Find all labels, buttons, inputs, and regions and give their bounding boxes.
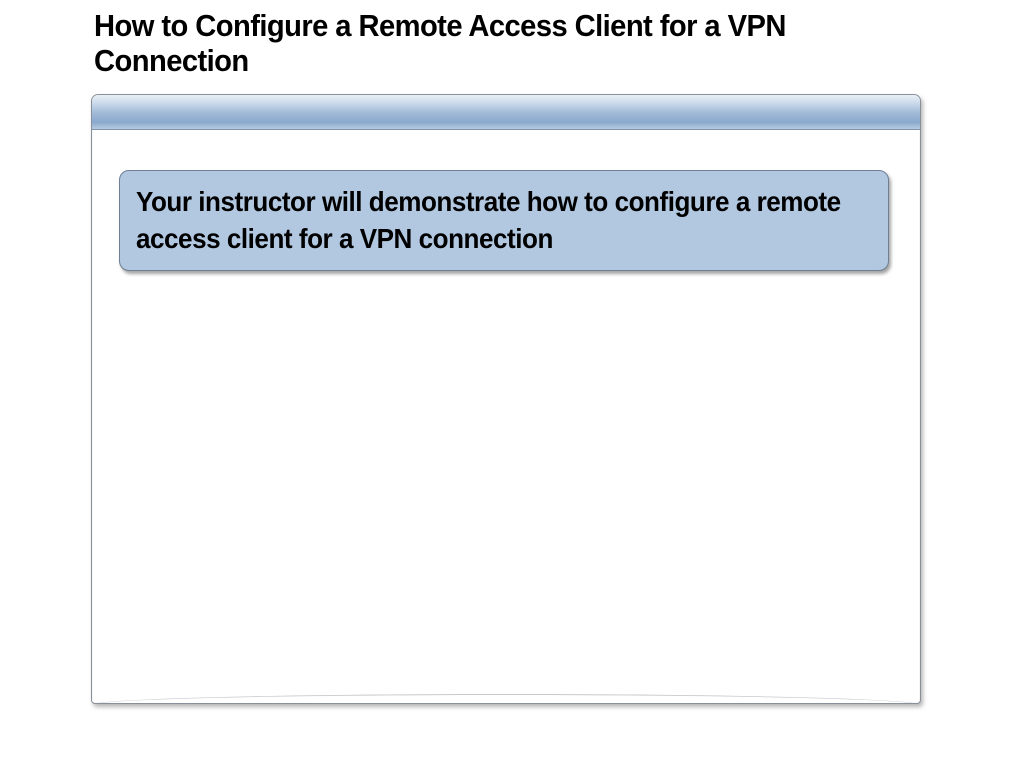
panel-header-bar [92, 95, 920, 130]
panel-bottom-edge [92, 694, 920, 703]
callout-text: Your instructor will demonstrate how to … [136, 186, 841, 254]
slide-title: How to Configure a Remote Access Client … [94, 8, 786, 78]
instructor-demo-callout: Your instructor will demonstrate how to … [119, 170, 889, 271]
